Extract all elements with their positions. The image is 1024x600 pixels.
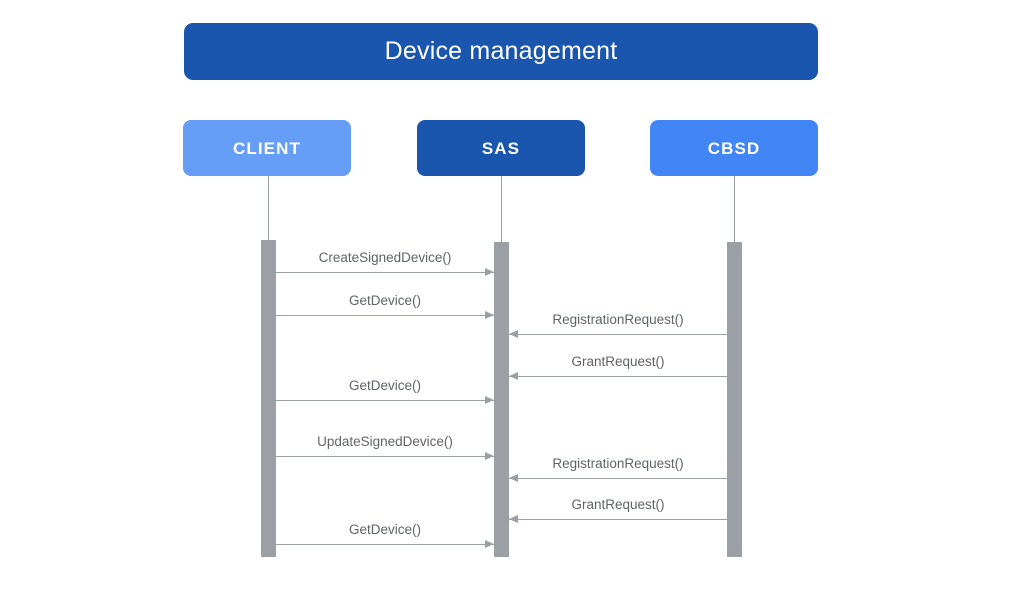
message-line (509, 334, 727, 335)
message-label: GetDevice() (348, 293, 421, 309)
diagram-title: Device management (384, 37, 618, 65)
lifeline-cbsd (734, 176, 735, 242)
message-line (509, 376, 727, 377)
message-line (276, 400, 494, 401)
arrow-left-icon (509, 515, 518, 523)
message-label: RegistrationRequest() (552, 312, 684, 328)
arrow-right-icon (485, 311, 494, 319)
arrow-right-icon (485, 452, 494, 460)
participant-client-label: CLIENT (233, 138, 301, 158)
message-line (276, 544, 494, 545)
activation-bar-client (261, 240, 276, 557)
participant-cbsd[interactable]: CBSD (650, 120, 818, 176)
message-label: UpdateSignedDevice() (317, 434, 453, 450)
arrow-right-icon (485, 396, 494, 404)
message-line (276, 456, 494, 457)
message-line (276, 315, 494, 316)
arrow-left-icon (509, 474, 518, 482)
diagram-title-bar: Device management (184, 23, 818, 80)
arrow-right-icon (485, 268, 494, 276)
participant-sas[interactable]: SAS (417, 120, 585, 176)
lifeline-sas (501, 176, 502, 242)
message-label: GrantRequest() (571, 497, 665, 513)
message-line (509, 519, 727, 520)
arrow-left-icon (509, 330, 518, 338)
message-label: GetDevice() (348, 378, 421, 394)
participant-cbsd-label: CBSD (707, 138, 761, 158)
lifeline-client (268, 176, 269, 242)
arrow-right-icon (485, 540, 494, 548)
message-label: RegistrationRequest() (552, 456, 684, 472)
activation-bar-sas (494, 242, 509, 557)
message-label: GrantRequest() (571, 354, 665, 370)
message-line (509, 478, 727, 479)
participant-sas-label: SAS (481, 138, 521, 158)
participant-client[interactable]: CLIENT (183, 120, 351, 176)
arrow-left-icon (509, 372, 518, 380)
message-label: GetDevice() (348, 522, 421, 538)
activation-bar-cbsd (727, 242, 742, 557)
message-line (276, 272, 494, 273)
message-label: CreateSignedDevice() (318, 250, 452, 266)
